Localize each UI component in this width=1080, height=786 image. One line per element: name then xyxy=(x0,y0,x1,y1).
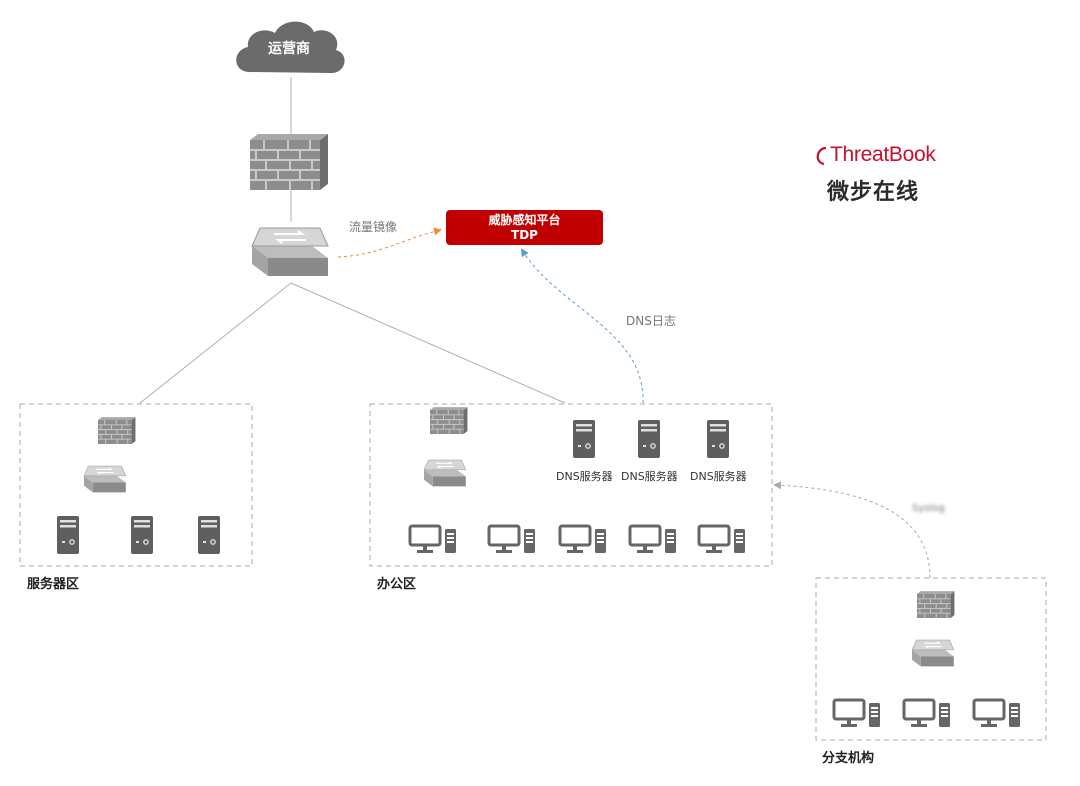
office-zone-link xyxy=(290,282,566,404)
main-firewall-icon xyxy=(249,133,329,191)
pc-icon xyxy=(408,524,458,555)
dns-log-label: DNS日志 xyxy=(626,314,676,328)
isp-label: 运营商 xyxy=(268,41,310,57)
pc-icon xyxy=(697,524,747,555)
pc-icon xyxy=(628,524,678,555)
tdp-platform-box: 威胁感知平台 TDP xyxy=(446,210,603,245)
office-zone-box xyxy=(369,403,773,567)
threatbook-logo-icon xyxy=(816,146,827,166)
tdp-subtitle: TDP xyxy=(511,228,538,242)
branch-firewall-icon xyxy=(916,590,955,619)
pc-icon xyxy=(558,524,608,555)
brand-logo: ThreatBook xyxy=(830,143,936,167)
branch-switch-icon xyxy=(911,639,955,667)
mirror-label: 流量镜像 xyxy=(349,220,398,234)
dns-log-flow-line xyxy=(520,248,644,404)
dns-server-label: DNS服务器 xyxy=(556,470,613,483)
pc-icon xyxy=(902,698,952,729)
branch-zone-label: 分支机构 xyxy=(822,751,875,766)
pc-icon xyxy=(487,524,537,555)
brand-name-en: ThreatBook xyxy=(830,143,936,166)
server-zone-label: 服务器区 xyxy=(27,577,80,592)
server-icon xyxy=(130,515,154,555)
pc-icon xyxy=(832,698,882,729)
branch-zone-box xyxy=(815,577,1047,741)
server-zone-switch-icon xyxy=(83,465,127,493)
isp-cloud-icon xyxy=(236,21,345,74)
server-icon xyxy=(197,515,221,555)
server-zone-firewall-icon xyxy=(97,416,136,445)
dns-server-icon xyxy=(706,419,730,459)
office-switch-icon xyxy=(423,459,467,487)
dns-server-icon xyxy=(637,419,661,459)
dns-server-icon xyxy=(572,419,596,459)
tdp-title: 威胁感知平台 xyxy=(488,213,561,227)
office-firewall-icon xyxy=(429,406,468,435)
mirror-flow-line xyxy=(337,227,442,258)
server-zone-link xyxy=(139,282,292,404)
branch-link-label: Syslog xyxy=(912,503,945,514)
pc-icon xyxy=(972,698,1022,729)
brand-name-cn: 微步在线 xyxy=(827,180,920,205)
server-icon xyxy=(56,515,80,555)
dns-server-label: DNS服务器 xyxy=(621,470,678,483)
server-zone-box xyxy=(19,403,253,567)
dns-server-label: DNS服务器 xyxy=(690,470,747,483)
core-switch-icon xyxy=(251,227,329,277)
office-zone-label: 办公区 xyxy=(377,577,417,592)
branch-flow-line xyxy=(773,481,931,579)
